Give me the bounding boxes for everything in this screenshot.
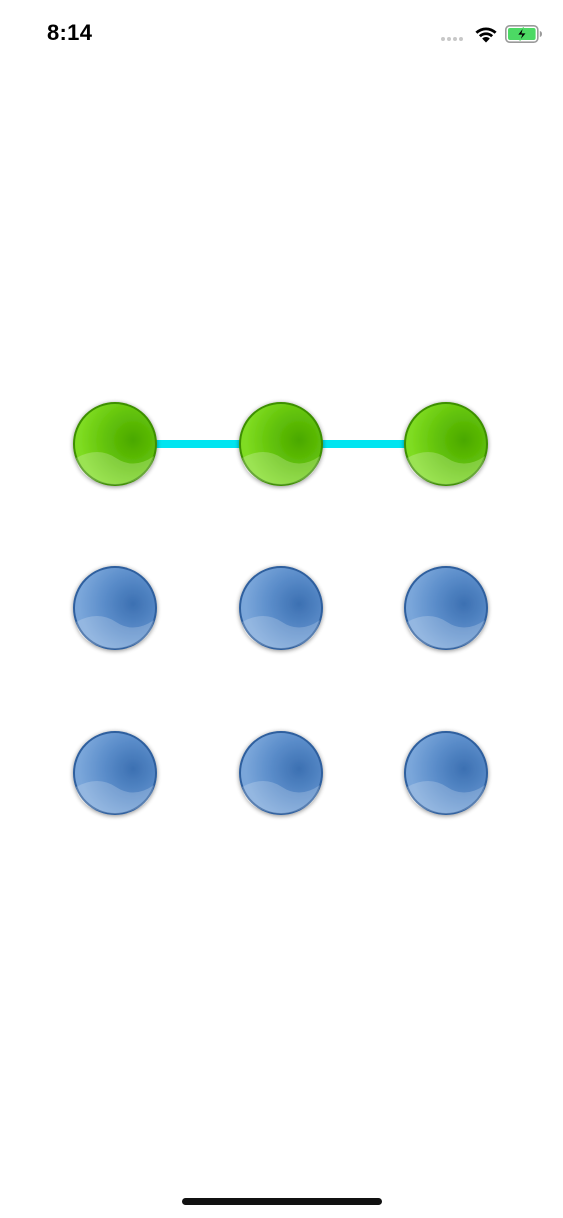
pattern-node-6[interactable] xyxy=(404,566,488,650)
pattern-node-3[interactable] xyxy=(404,402,488,486)
battery-charging-icon xyxy=(505,25,542,43)
status-bar: 8:14 xyxy=(0,0,563,70)
pattern-node-7[interactable] xyxy=(73,731,157,815)
pattern-node-5[interactable] xyxy=(239,566,323,650)
pattern-node-1[interactable] xyxy=(73,402,157,486)
pattern-node-9[interactable] xyxy=(404,731,488,815)
pattern-node-2[interactable] xyxy=(239,402,323,486)
pattern-node-4[interactable] xyxy=(73,566,157,650)
pattern-node-8[interactable] xyxy=(239,731,323,815)
status-time: 8:14 xyxy=(47,20,93,45)
cellular-signal-icon xyxy=(441,37,463,41)
home-indicator-bar[interactable] xyxy=(182,1198,382,1205)
wifi-icon xyxy=(475,27,497,43)
